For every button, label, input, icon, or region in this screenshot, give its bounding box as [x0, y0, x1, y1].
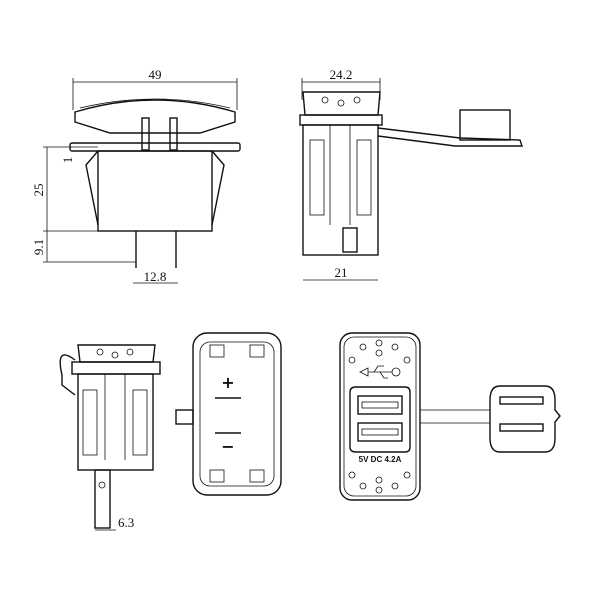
usb-port-1: [357, 395, 403, 415]
face-view: 5V DC 4.2A: [339, 332, 561, 501]
rating-label: 5V DC 4.2A: [359, 455, 402, 464]
dim-12-8: 12.8: [144, 269, 167, 284]
dust-cap-strap: [377, 127, 523, 147]
side-view: 24.2 21: [299, 67, 523, 281]
dim-21: 21: [335, 265, 348, 280]
side-terminal: [342, 227, 358, 253]
end-terminal: [94, 469, 111, 529]
usb-dust-cap: [489, 385, 561, 453]
dim-9-1: 9.1: [31, 239, 46, 255]
body: [97, 150, 213, 232]
dim-49: 49: [149, 67, 162, 82]
dim-25: 25: [31, 184, 46, 197]
usb-icon: [359, 365, 401, 379]
side-body: [302, 124, 379, 256]
minus-marking: −: [221, 437, 234, 456]
dust-cap: [459, 109, 511, 141]
plus-marking: +: [221, 373, 234, 392]
end-view: 6.3: [59, 344, 161, 531]
front-view: 49 12.8 1 25 9.1: [31, 67, 241, 284]
dim-24-2: 24.2: [330, 67, 353, 82]
back-view: + −: [175, 332, 282, 496]
usb-port-2: [357, 422, 403, 442]
dim-1: 1: [60, 157, 75, 164]
rocker-cap: [74, 99, 236, 134]
dim-6-3: 6.3: [118, 515, 134, 530]
